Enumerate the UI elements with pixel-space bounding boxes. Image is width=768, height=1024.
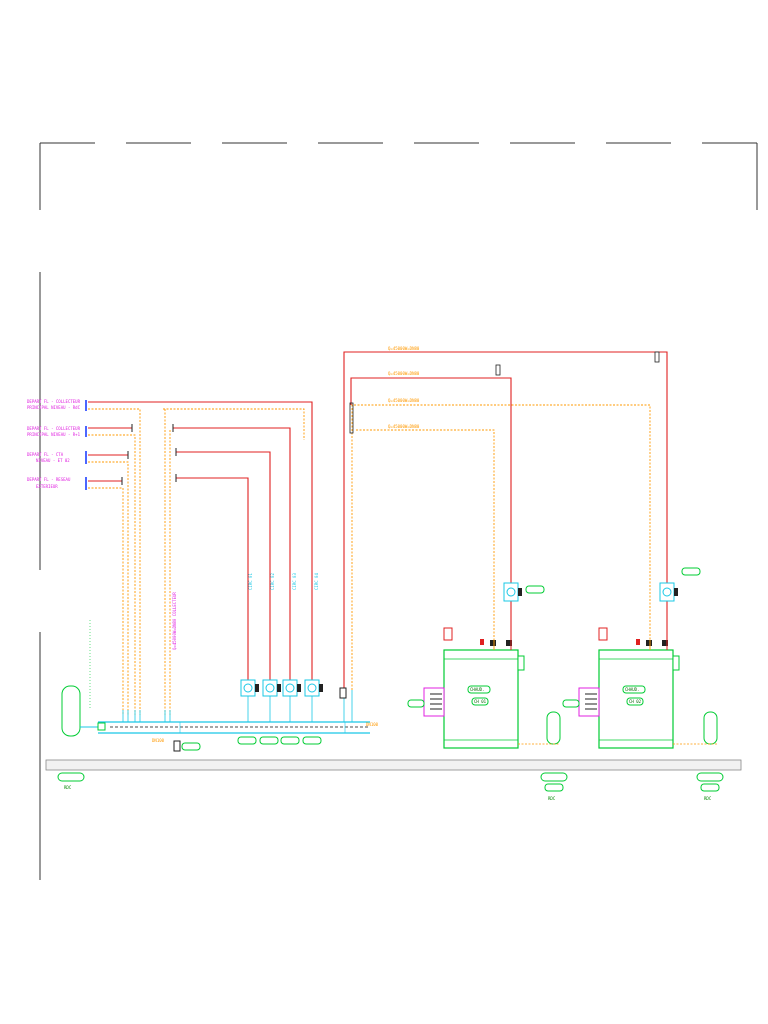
pump-icon <box>503 582 545 602</box>
legend-row-4-line-2: EXTERIEUR <box>36 484 58 489</box>
supply-pipes-left <box>88 401 313 690</box>
return-pipes-right <box>351 404 651 690</box>
circuit-label-4: CIRC 04 <box>314 573 319 590</box>
riser-valves <box>495 351 660 376</box>
legend-row-2-line-1: DEPART FL - COLLECTEUR <box>27 426 81 431</box>
boiler-1-name: CH 01 <box>474 699 487 704</box>
header-label-right: DN100 <box>366 722 379 727</box>
terminal-markers <box>121 424 177 485</box>
valve-icon <box>97 722 106 731</box>
return-pipes-left <box>88 408 305 715</box>
legend-row-1-line-1: DEPART FL - COLLECTEUR <box>27 399 81 404</box>
legend-row-1: DEPART FL - COLLECTEUR PRINCIPAL NIVEAU … <box>27 399 87 411</box>
pump-icon <box>237 679 259 745</box>
legend-row-3-line-1: DEPART FL - CTA <box>27 452 64 457</box>
floor-slab <box>45 759 742 771</box>
supply-pipes-right <box>343 351 668 690</box>
boiler-1: CHAUD. CH 01 <box>407 582 545 749</box>
legend-row-2-line-2: PRINCIPAL NIVEAU - R+1 <box>27 432 81 437</box>
circuit-label-2: CIRC 02 <box>270 573 275 590</box>
pump-icon <box>659 567 701 602</box>
expansion-tank-icon <box>673 711 718 745</box>
return-label-mid: Q=45000W=DN80 <box>388 398 420 403</box>
boiler-1-tag: CHAUD. <box>470 687 484 692</box>
legend-row-1-line-2: PRINCIPAL NIVEAU - RdC <box>27 405 81 410</box>
collector-vertical-label: Q=45000W=DN80 COLLECTEUR <box>172 592 177 650</box>
circuit-vertical-labels: CIRC 01 CIRC 02 CIRC 03 CIRC 04 <box>248 573 319 590</box>
pump-icon <box>302 679 323 745</box>
return-label-low: Q=45000W=DN80 <box>388 424 420 429</box>
floor-badge-left-text: RDC <box>64 785 72 790</box>
burner-icon <box>578 687 600 717</box>
pump-icon <box>259 679 281 745</box>
burner-icon <box>423 687 445 717</box>
legend-row-3: DEPART FL - CTA NIVEAU - ET 02 <box>27 451 87 464</box>
header-label-left: DN100 <box>152 738 165 743</box>
sheet-frame <box>39 142 758 880</box>
boiler-2-tag: CHAUD. <box>625 687 639 692</box>
circuit-label-3: CIRC 03 <box>292 573 297 590</box>
pump-icon <box>280 679 301 745</box>
main-header <box>98 721 370 734</box>
floor-badge-mid-text: RDC <box>548 796 556 801</box>
floor-badge-left: RDC <box>57 772 85 790</box>
boiler-2-name: CH 02 <box>629 699 642 704</box>
floor-badge-mid: RDC <box>540 772 568 801</box>
legend-row-2: DEPART FL - COLLECTEUR PRINCIPAL NIVEAU … <box>27 426 87 437</box>
flow-label-mid: Q=45000W=DN80 <box>388 371 420 376</box>
flow-labels: Q=45000W=DN80 Q=45000W=DN80 Q=45000W=DN8… <box>388 346 420 429</box>
legend: DEPART FL - COLLECTEUR PRINCIPAL NIVEAU … <box>27 399 87 490</box>
legend-row-4-line-1: DEPART FL - RESEAU <box>27 477 71 482</box>
legend-row-4: DEPART FL - RESEAU EXTERIEUR <box>27 477 87 490</box>
expansion-tank-icon <box>61 685 98 737</box>
flow-label-top: Q=45000W=DN80 <box>388 346 420 351</box>
legend-row-3-line-2: NIVEAU - ET 02 <box>36 458 70 463</box>
floor-badge-right: RDC <box>696 772 724 801</box>
drain-fitting <box>173 740 201 752</box>
circuit-label-1: CIRC 01 <box>248 573 253 590</box>
expansion-tank-icon <box>518 711 561 745</box>
floor-badge-right-text: RDC <box>704 796 712 801</box>
pump-group <box>237 679 347 745</box>
boiler-2: CHAUD. CH 02 <box>562 567 701 749</box>
